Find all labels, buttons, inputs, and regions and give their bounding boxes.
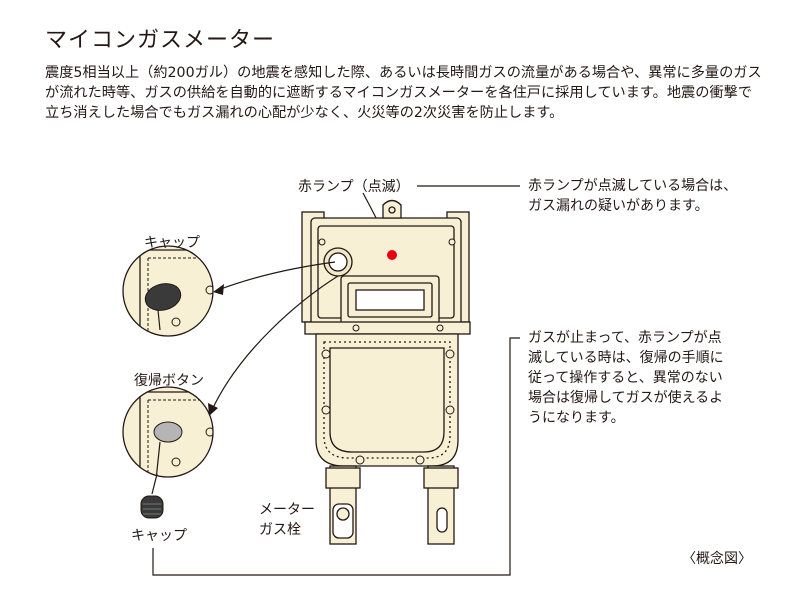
- page-title: マイコンガスメーター: [45, 28, 276, 53]
- loose-cap: [140, 473, 164, 519]
- cap-label-bottom: キャップ: [131, 528, 187, 544]
- gas-meter: [301, 199, 471, 545]
- cap-label-top: キャップ: [144, 235, 200, 251]
- red-lamp: [387, 250, 397, 260]
- lamp-note: 赤ランプが点滅している場合は、 ガス漏れの疑いがあります。: [528, 178, 738, 214]
- cap-detail: [123, 246, 213, 336]
- reset-button-detail: [123, 387, 213, 477]
- meter-bolts: [318, 238, 456, 465]
- red-lamp-label: 赤ランプ（点滅）: [298, 179, 410, 195]
- arrow-to-cap: [217, 261, 336, 291]
- arrow-to-reset: [211, 275, 339, 411]
- intro-text: 震度5相当以上（約200ガル）の地震を感知した際、あるいは長時間ガスの流量がある…: [45, 65, 762, 121]
- reset-button-label: 復帰ボタン: [134, 373, 204, 389]
- meter-valve-label: メーター ガス栓: [259, 502, 315, 538]
- concept-label: 〈概念図〉: [682, 551, 752, 567]
- reset-note: ガスが止まって、赤ランプが点 滅している時は、復帰の手順に 従って操作すると、異…: [528, 330, 724, 426]
